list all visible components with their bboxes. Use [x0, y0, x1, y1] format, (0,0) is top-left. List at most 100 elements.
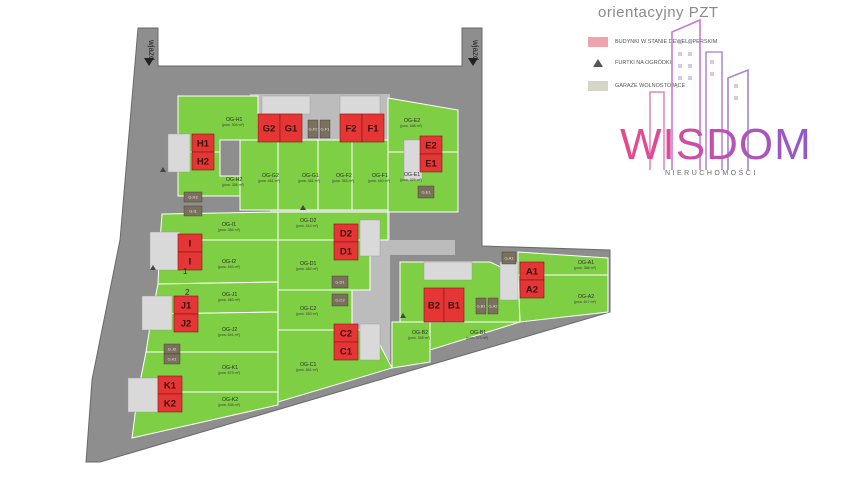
building-label: F2: [345, 124, 356, 135]
garage-g-a2[interactable]: [487, 297, 499, 315]
building-e1[interactable]: [419, 153, 443, 173]
plot-name-e2: OG-E2: [404, 118, 420, 124]
plot-name-j2: OG-J2: [222, 327, 237, 333]
building-label: E2: [425, 141, 437, 152]
legend-label: GARAŻE WOLNOSTOJĄCE: [615, 83, 686, 89]
garage-g-f1[interactable]: [319, 119, 331, 139]
gate-icon: [150, 265, 156, 270]
logo-subtitle: NIERUCHOMOŚCI: [665, 170, 758, 177]
plot-name-f2: OG-F2: [336, 173, 352, 179]
legend-gates: FURTKI NA OGRÓDKI: [588, 59, 671, 67]
plot-area-k2: (pow. 536 m²): [218, 403, 240, 407]
building-label: A2: [526, 285, 538, 296]
garage-g-a1[interactable]: [501, 251, 517, 265]
building-c1[interactable]: [333, 341, 359, 361]
garage-g-f2[interactable]: [307, 119, 319, 139]
plot-name-d2: OG-D2: [300, 218, 317, 224]
garage-g-b1[interactable]: [475, 297, 487, 315]
plot-area-c2: (pow. 450 m²): [296, 312, 318, 316]
plot-area-i2: (pow. 443 m²): [218, 265, 240, 269]
plot-name-h1: OG-H1: [226, 117, 243, 123]
plot-name-a1: OG-A1: [578, 260, 594, 266]
legend-garages: GARAŻE WOLNOSTOJĄCE: [588, 81, 685, 91]
building-f1[interactable]: [361, 113, 385, 143]
building-label: D2: [340, 229, 352, 240]
garage-g-d1[interactable]: [331, 275, 349, 289]
plot-area-d1: (pow. 482 m²): [296, 267, 318, 271]
building-d1[interactable]: [333, 241, 359, 261]
page-title: orientacyjny PZT: [598, 4, 719, 21]
entry-arrow-right-icon: [468, 58, 478, 66]
building-j2[interactable]: [173, 313, 199, 333]
garage-label: G.D1: [335, 279, 345, 284]
plot-area-k1: (pow. 679 m²): [218, 371, 240, 375]
plot-name-c2: OG-C2: [300, 306, 317, 312]
gates: [150, 167, 406, 318]
garage-label: G.C2: [335, 297, 345, 302]
plot-name-g2: OG-G2: [262, 173, 279, 179]
plot-name-c1: OG-C1: [300, 362, 317, 368]
plot-name-k1: OG-K1: [222, 365, 238, 371]
building-label: E1: [425, 159, 437, 170]
plot-area-e2: (pow. 488 m²): [400, 124, 422, 128]
building-label: H2: [197, 157, 209, 168]
building-label: J1: [181, 301, 192, 312]
garage-label: G.H2: [188, 194, 198, 199]
garage-g-c2[interactable]: [331, 293, 349, 307]
entry-label-left: wjazd: [147, 39, 156, 60]
garage-g-h2[interactable]: [183, 191, 203, 203]
marker-1: 1: [183, 267, 188, 276]
plot-name-d1: OG-D1: [300, 261, 317, 267]
legend-label: FURTKI NA OGRÓDKI: [615, 60, 672, 66]
plot-area-h1: (pow. 304 m²): [222, 123, 244, 127]
legend-label: BUDYNKI W STANIE DEWELOPERSKIM: [615, 39, 718, 45]
plot-name-b2: OG-B2: [412, 330, 428, 336]
garage-g-i1[interactable]: [183, 205, 203, 217]
plot-name-e1: OG-E1: [404, 172, 420, 178]
plot-area-c1: (pow. 661 m²): [296, 368, 318, 372]
building-label: C1: [340, 347, 353, 358]
garage-g-e1[interactable]: [417, 185, 435, 199]
plot-area-g1: (pow. 361 m²): [298, 179, 320, 183]
garage-label: G.J2: [168, 346, 177, 351]
building-label: D1: [340, 247, 353, 258]
plots: [131, 95, 609, 439]
garage-label: G.K1: [167, 356, 177, 361]
garage-g-k1[interactable]: [163, 353, 181, 365]
building-k2[interactable]: [157, 393, 183, 413]
garage-label: G.E1: [421, 189, 431, 194]
plot-name-h2: OG-H2: [226, 177, 243, 183]
plot-area-b1: (pow. 373 m²): [466, 336, 488, 340]
plot-name-b1: OG-B1: [470, 330, 486, 336]
garage-label: G.A2: [488, 303, 498, 308]
plot-name-a2: OG-A2: [578, 294, 594, 300]
plot-area-b2: (pow. 358 m²): [408, 336, 430, 340]
garage-label: G.F1: [321, 126, 331, 131]
plot-area-f2: (pow. 363 m²): [332, 179, 354, 183]
building-label: I: [189, 257, 192, 268]
garage-label: G.F2: [309, 126, 319, 131]
building-h2[interactable]: [191, 151, 215, 171]
gate-triangle-icon: [593, 59, 603, 67]
gate-icon: [400, 313, 406, 318]
building-label: K2: [164, 399, 176, 410]
garage-label: G.A1: [504, 255, 514, 260]
plot-name-i1: OG-I1: [222, 222, 236, 228]
building-a2[interactable]: [519, 279, 545, 299]
entry-arrow-left-icon: [144, 58, 154, 66]
plot-area-f1: (pow. 440 m²): [368, 179, 390, 183]
entry-label-right: wjazd: [471, 39, 480, 60]
building-label: I: [189, 239, 192, 250]
building-b1[interactable]: [443, 287, 465, 323]
marker-2: 2: [185, 288, 190, 297]
plot-name-j1: OG-J1: [222, 292, 237, 298]
building-label: B2: [428, 301, 440, 312]
plot-area-e1: (pow. 329 m²): [400, 178, 422, 182]
gate-icon: [300, 205, 306, 210]
plot-name-i2: OG-I2: [222, 259, 236, 265]
building-g1[interactable]: [279, 113, 303, 143]
building-i[interactable]: [177, 251, 203, 271]
building-label: B1: [448, 301, 461, 312]
plot-area-h2: (pow. 336 m²): [222, 183, 244, 187]
